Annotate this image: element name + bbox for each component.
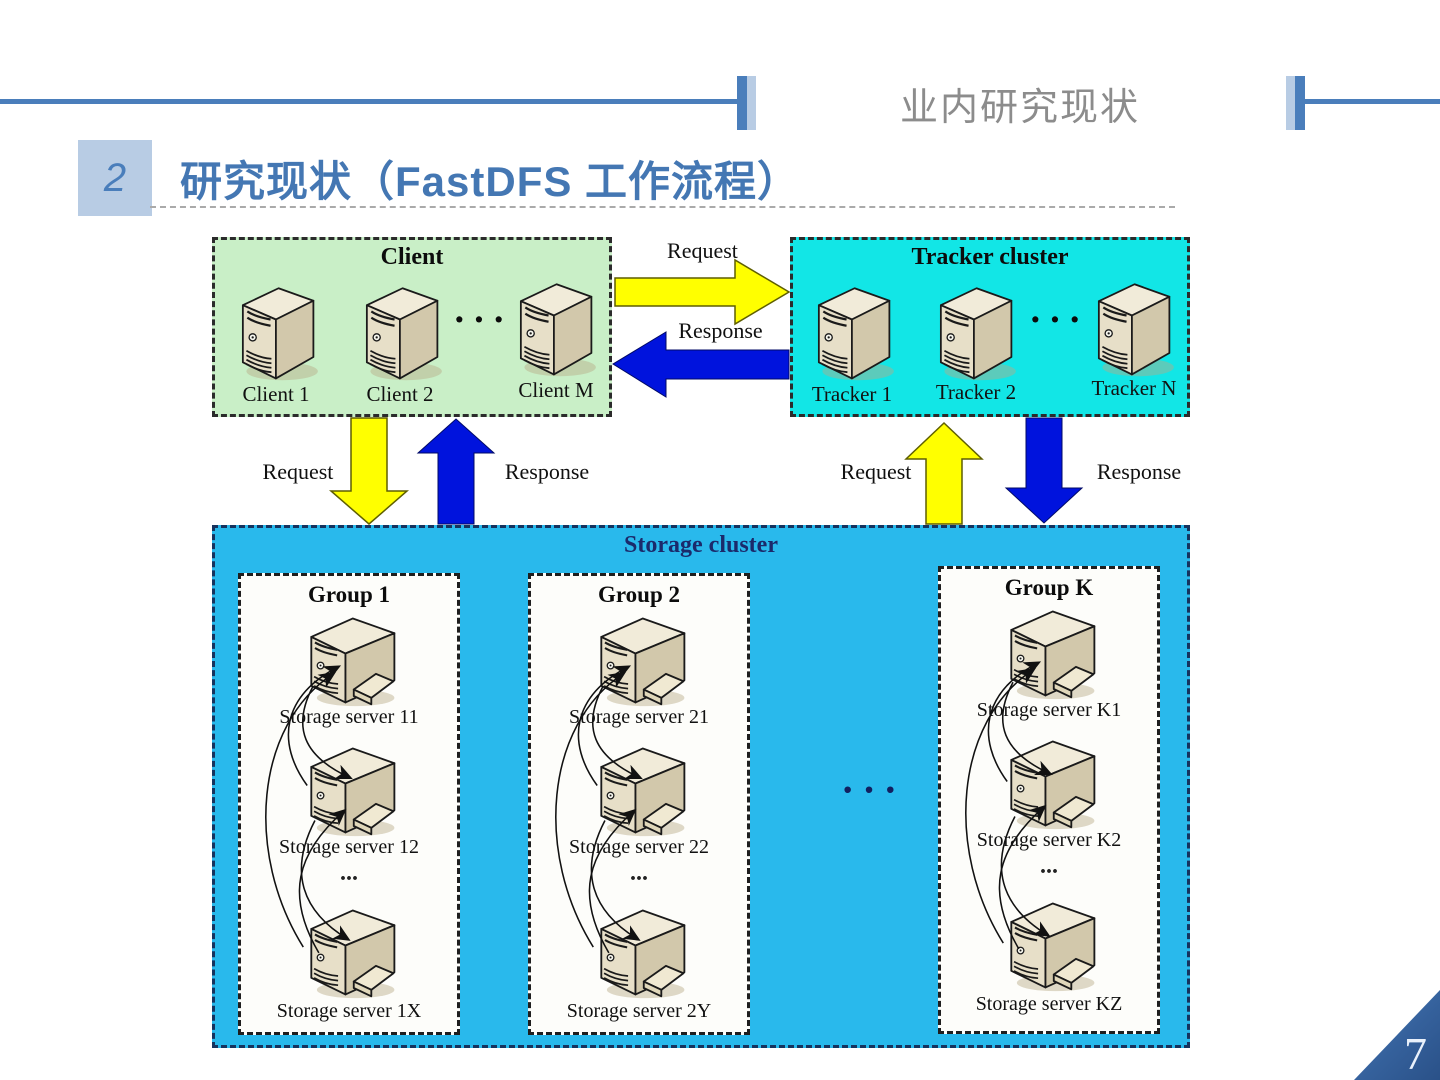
- storage-cluster-title: Storage cluster: [624, 532, 778, 558]
- storage-group-1: Group 1 Storage server 11 Storage server…: [238, 573, 460, 1035]
- storage-server-label: Storage server K2: [976, 829, 1122, 851]
- section-label: 业内研究现状: [899, 87, 1140, 129]
- tracker-box-title: Tracker cluster: [911, 244, 1069, 270]
- group-ellipsis: ...: [340, 860, 358, 886]
- server-icon: [805, 282, 897, 382]
- server-label: Tracker 1: [811, 382, 893, 406]
- tracker-cluster-box: Tracker cluster ··· Tracker 1 Tracker 2 …: [790, 237, 1190, 417]
- header-cap-left-dark: [737, 76, 747, 130]
- storage-server-label: Storage server 1X: [276, 1000, 422, 1022]
- header-rule-right: [1305, 99, 1440, 104]
- storage-server-icon: [299, 742, 403, 838]
- request-label: Request: [667, 238, 738, 263]
- storage-server-label: Storage server 21: [569, 706, 709, 728]
- server-icon: [1085, 278, 1177, 378]
- response-label: Response: [678, 318, 763, 343]
- group-title: Group K: [1004, 575, 1094, 600]
- header-rule-left: [0, 99, 737, 104]
- storage-server-icon: [299, 904, 403, 1000]
- server-icon: [229, 282, 321, 382]
- group-ellipsis: ...: [630, 860, 648, 886]
- client-box-title: Client: [380, 244, 444, 270]
- response-arrow-down: [1004, 417, 1084, 524]
- response-label: Response: [1096, 459, 1182, 484]
- storage-server-icon: [999, 897, 1103, 993]
- storage-server-label: Storage server K1: [976, 699, 1122, 721]
- storage-server-label: Storage server KZ: [975, 993, 1123, 1015]
- storage-server-icon: [589, 904, 693, 1000]
- storage-server-icon: [299, 612, 403, 708]
- response-label: Response: [504, 459, 590, 484]
- header-cap-right-light: [1286, 76, 1295, 130]
- header-cap-left-light: [747, 76, 756, 130]
- groups-ellipsis: ···: [840, 767, 906, 812]
- server-icon: [353, 282, 445, 382]
- storage-group-2: Group 2 Storage server 21 Storage server…: [528, 573, 750, 1035]
- server-icon: [507, 278, 599, 378]
- storage-server-label: Storage server 22: [569, 836, 709, 858]
- title-underline: [150, 206, 1175, 208]
- page-title: 研究现状（FastDFS 工作流程）: [180, 158, 801, 205]
- server-label: Client 1: [242, 382, 310, 406]
- storage-server-icon: [589, 612, 693, 708]
- storage-group-k: Group K Storage server K1 Storage server…: [938, 566, 1160, 1034]
- storage-server-icon: [999, 605, 1103, 701]
- group-title: Group 2: [597, 582, 681, 607]
- storage-server-icon: [999, 735, 1103, 831]
- corner-triangle: 7: [1354, 990, 1440, 1080]
- storage-server-label: Storage server 12: [279, 836, 419, 858]
- ellipsis: ···: [453, 299, 513, 341]
- response-arrow-up: [416, 418, 496, 525]
- page-number: 7: [1404, 1028, 1427, 1079]
- storage-server-label: Storage server 2Y: [566, 1000, 712, 1022]
- client-box: Client ··· Client 1 Client 2 Client M: [212, 237, 612, 417]
- request-label: Request: [840, 459, 912, 484]
- storage-server-label: Storage server 11: [279, 706, 419, 728]
- request-arrow-right: [614, 258, 791, 326]
- group-ellipsis: ...: [1040, 853, 1058, 879]
- header-cap-right-dark: [1295, 76, 1305, 130]
- server-label: Tracker N: [1091, 376, 1177, 400]
- slide-number-badge: 2: [78, 140, 152, 216]
- server-label: Client 2: [366, 382, 434, 406]
- server-label: Tracker 2: [935, 380, 1017, 404]
- ellipsis: ···: [1029, 299, 1089, 341]
- group-title: Group 1: [307, 582, 391, 607]
- server-label: Client M: [518, 378, 594, 402]
- storage-server-icon: [589, 742, 693, 838]
- server-icon: [927, 282, 1019, 382]
- request-label: Request: [262, 459, 334, 484]
- storage-cluster-box: Storage cluster Group 1 Storage server 1…: [212, 525, 1190, 1048]
